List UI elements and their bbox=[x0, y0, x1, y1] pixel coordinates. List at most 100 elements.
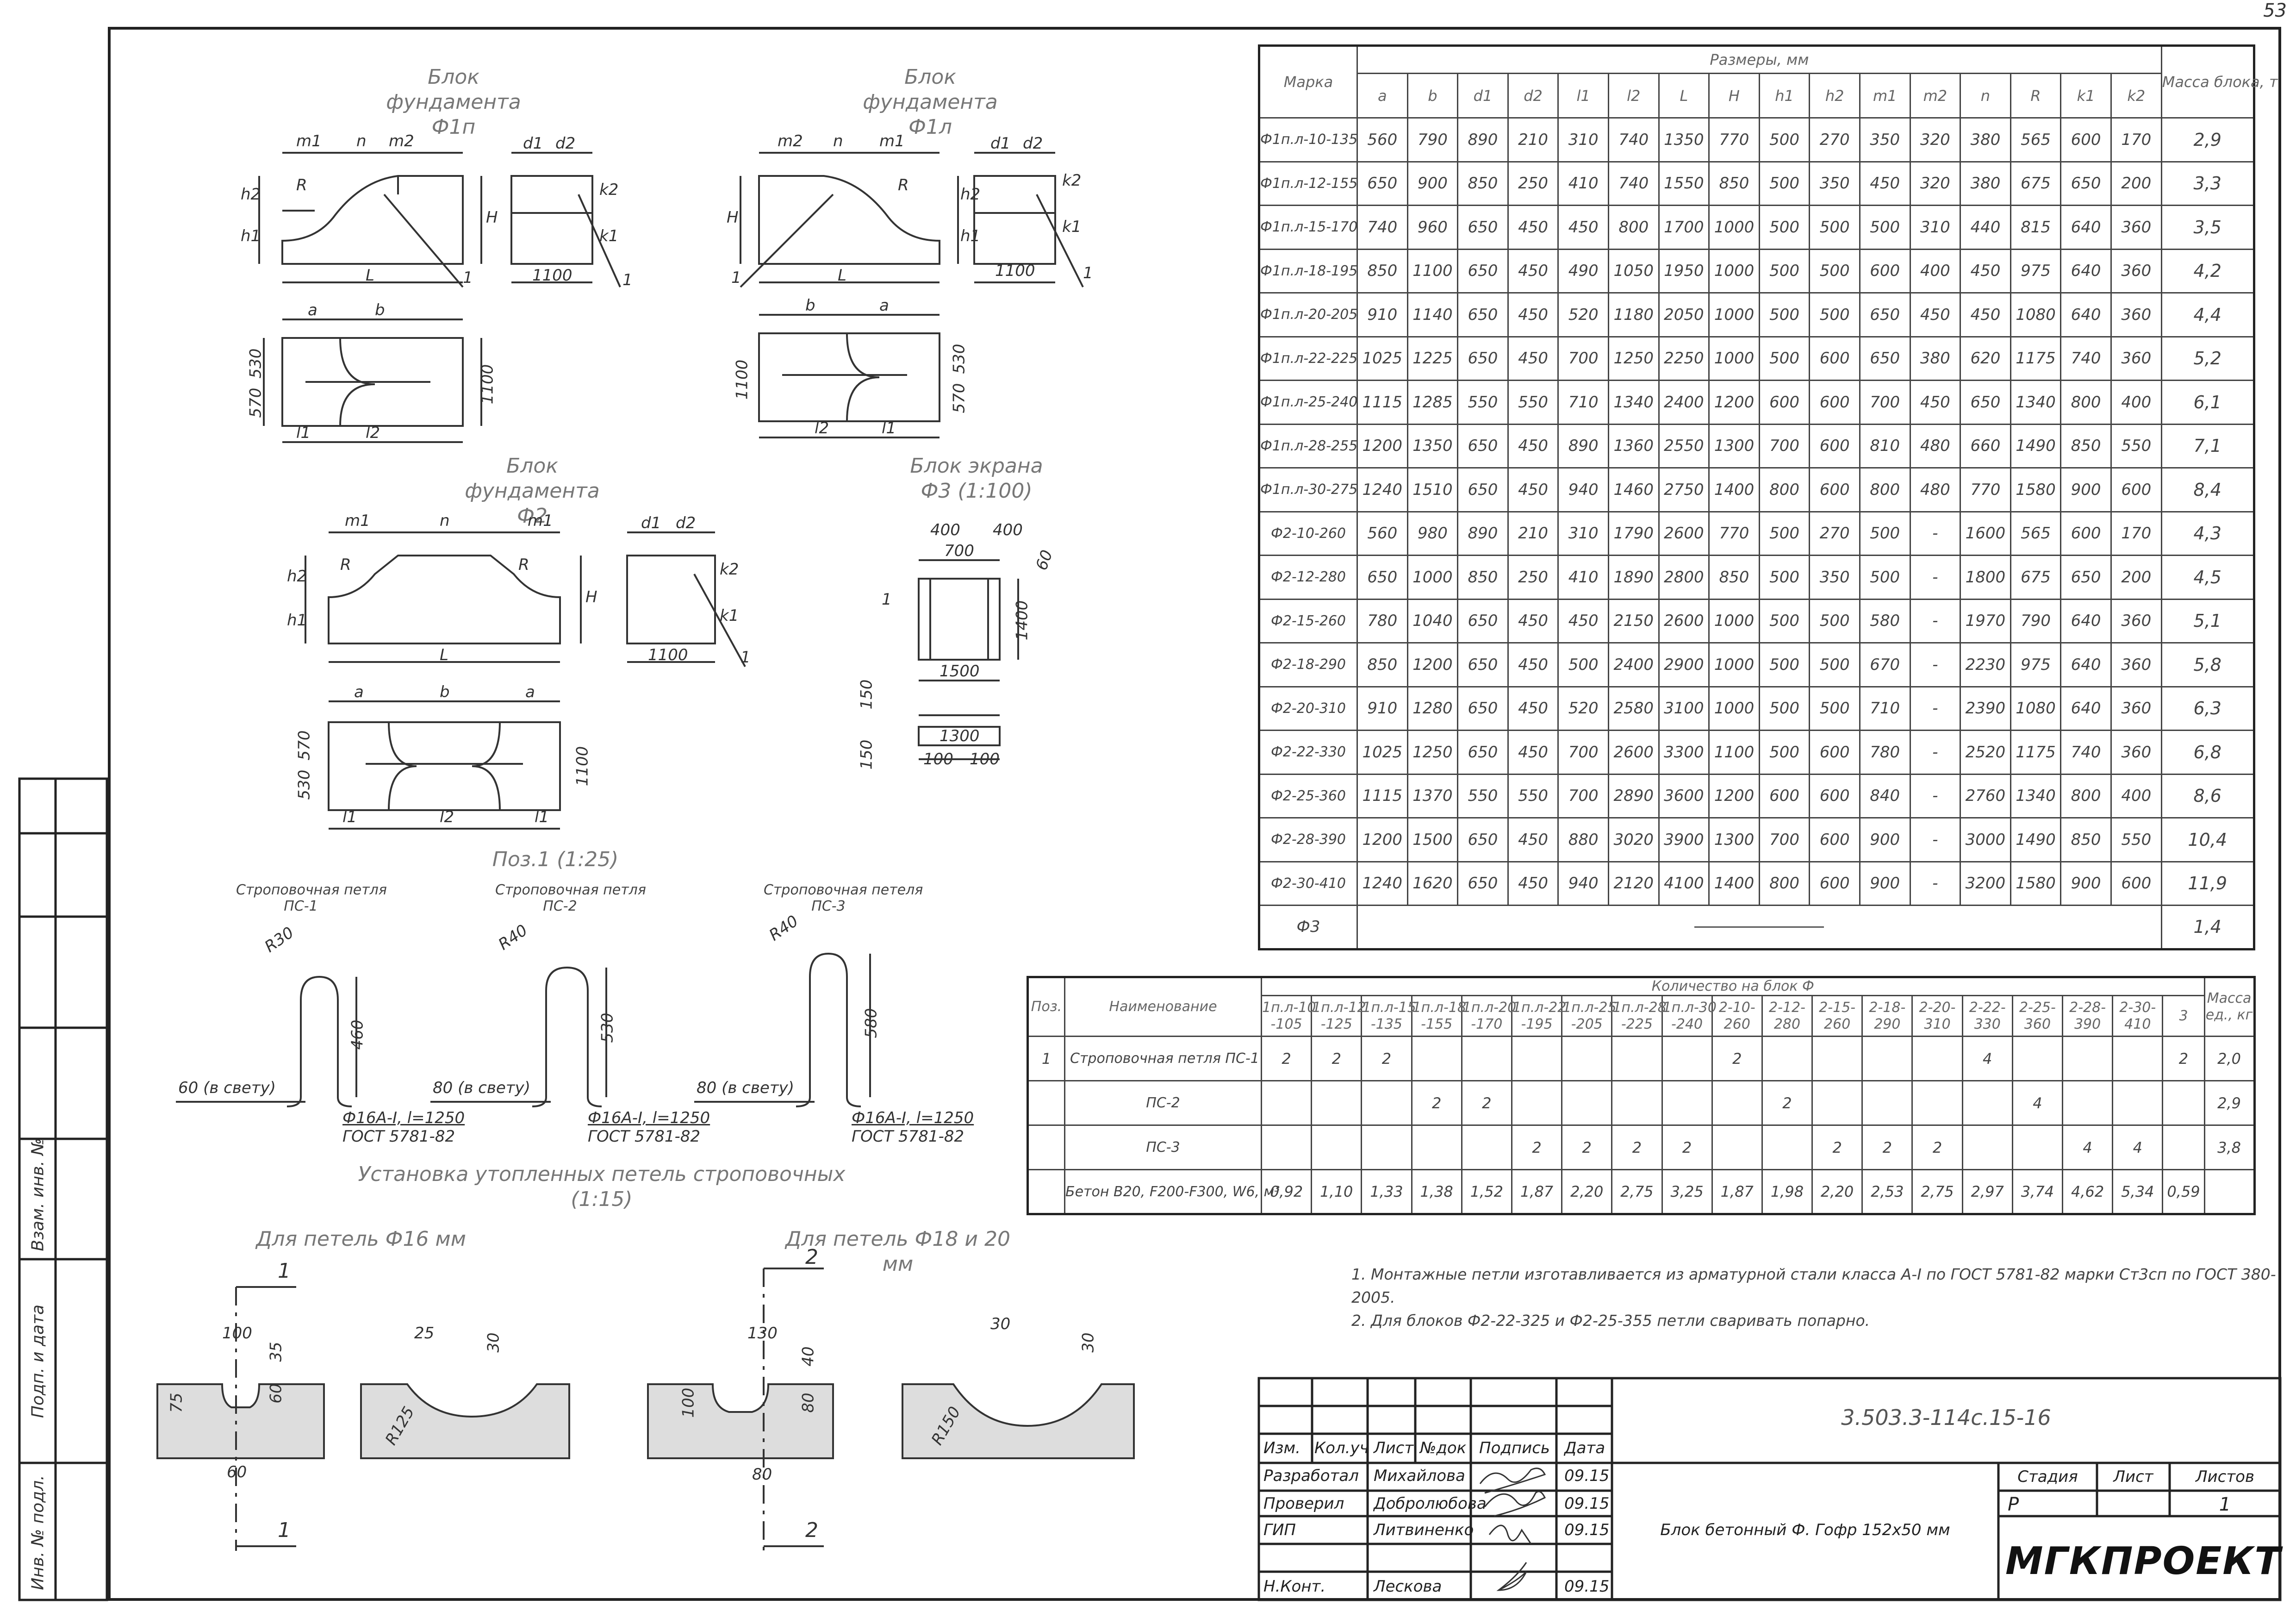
qty-cell: 2 bbox=[1811, 1124, 1863, 1170]
qty-col-line2: 290 bbox=[1874, 1016, 1901, 1032]
f1p-plan-b: b bbox=[375, 301, 385, 319]
qty-cell: 1,10 bbox=[1311, 1169, 1363, 1215]
qty-cell: 1,87 bbox=[1511, 1169, 1563, 1215]
stamp-stage: Р bbox=[2008, 1494, 2019, 1515]
f2-dim-h2: h2 bbox=[287, 567, 307, 586]
qty-col-header: 2-22-330 bbox=[1961, 995, 2013, 1037]
qty-name: Бетон В20, F200-F300, W6, м³ bbox=[1064, 1169, 1280, 1215]
dims-cell: 1100 bbox=[1406, 248, 1459, 294]
f1p-dim-m2: m2 bbox=[389, 132, 414, 150]
f1l-mark-1: 1 bbox=[731, 269, 741, 287]
stamp-sheet-label: Лист bbox=[2113, 1468, 2153, 1486]
qty-col-line2: -225 bbox=[1621, 1016, 1653, 1032]
dims-cell: 500 bbox=[1809, 292, 1860, 337]
stamp-date-2: 09.15 bbox=[1564, 1521, 1610, 1539]
dims-mass: 2,9 bbox=[2160, 117, 2255, 162]
dims-cell: 1340 bbox=[1607, 380, 1660, 425]
dims-cell: 1240 bbox=[1356, 861, 1408, 906]
dims-cell: 800 bbox=[2060, 380, 2112, 425]
qty-cell: 4 bbox=[2061, 1124, 2114, 1170]
f3-dim-400b: 400 bbox=[993, 521, 1023, 539]
dims-cell: 1350 bbox=[1406, 423, 1459, 468]
dims-cell: 770 bbox=[1960, 467, 2011, 512]
dims-cell: 2890 bbox=[1607, 773, 1660, 818]
dims-cell: 360 bbox=[2110, 292, 2162, 337]
dims-cell: 650 bbox=[1457, 598, 1509, 643]
dims-cell: 500 bbox=[1758, 686, 1811, 731]
f1l-end-d2: d2 bbox=[1023, 134, 1043, 153]
stamp-sheets: 1 bbox=[2219, 1494, 2231, 1515]
dims-cell: 3000 bbox=[1960, 817, 2011, 862]
loop-ps3-shape bbox=[810, 954, 861, 1106]
dims-cell: 1000 bbox=[1708, 686, 1760, 731]
inst16-60b: 60 bbox=[227, 1463, 247, 1481]
inst-cut1-bottom: 1 bbox=[278, 1518, 291, 1542]
dims-cell: 1250 bbox=[1607, 336, 1660, 381]
dims-col-h2: h2 bbox=[1809, 73, 1860, 119]
qty-cell: 2 bbox=[1611, 1124, 1663, 1170]
dims-cell: 560 bbox=[1356, 511, 1408, 556]
qty-cell: 5,34 bbox=[2112, 1169, 2164, 1215]
qty-col-line1: 1п.л-18 bbox=[1412, 999, 1466, 1016]
dims-mass: 5,1 bbox=[2160, 598, 2255, 643]
dims-cell: 550 bbox=[2110, 817, 2162, 862]
dims-cell: 650 bbox=[2060, 161, 2112, 206]
f1p-plan-a: a bbox=[308, 301, 317, 319]
qty-cell bbox=[1961, 1080, 2013, 1126]
qty-col-header: 2-20-310 bbox=[1911, 995, 1963, 1037]
qty-col-header: 3 bbox=[2162, 995, 2205, 1037]
dims-cell: 600 bbox=[1809, 730, 1860, 775]
qty-cell: 0,59 bbox=[2162, 1169, 2205, 1215]
qty-col-header: 1п.л-20-170 bbox=[1461, 995, 1516, 1037]
dims-cell: 1890 bbox=[1607, 555, 1660, 600]
dims-cell: 1115 bbox=[1356, 773, 1408, 818]
dims-cell: 480 bbox=[1909, 423, 1961, 468]
f1p-end-view bbox=[511, 176, 592, 264]
qty-cell bbox=[1311, 1080, 1363, 1126]
dims-col-h1: h1 bbox=[1758, 73, 1811, 119]
dims-cell: 910 bbox=[1356, 292, 1408, 337]
qty-col-line2: -135 bbox=[1370, 1016, 1403, 1032]
dims-mass: 8,4 bbox=[2160, 467, 2255, 512]
dims-cell: 1175 bbox=[2010, 730, 2062, 775]
qty-cell: 2,97 bbox=[1961, 1169, 2013, 1215]
qty-col-header: 2-30-410 bbox=[2112, 995, 2164, 1037]
loop-ps1-height: 460 bbox=[348, 1019, 367, 1050]
dims-cell: 360 bbox=[2110, 598, 2162, 643]
dims-mark: Ф1п.л-12-155 bbox=[1258, 161, 1358, 206]
dims-cell: 650 bbox=[1356, 555, 1408, 600]
qty-col-line1: 3 bbox=[2179, 1007, 2188, 1024]
f1p-dim-h1: h1 bbox=[241, 227, 261, 245]
dims-cell: 360 bbox=[2110, 642, 2162, 687]
dims-cell: 650 bbox=[1457, 861, 1509, 906]
f1p-end-d2: d2 bbox=[555, 134, 576, 153]
dims-col-H: H bbox=[1708, 73, 1760, 119]
f1l-end-1: 1 bbox=[1083, 264, 1093, 282]
loop1820-section-a bbox=[648, 1384, 833, 1458]
f3-dim-100a: 100 bbox=[923, 750, 953, 768]
f1l-side-outline bbox=[759, 176, 940, 264]
inst16-30: 30 bbox=[484, 1332, 503, 1353]
dims-cell: 810 bbox=[1859, 423, 1911, 468]
dims-cell: 740 bbox=[1356, 205, 1408, 250]
f1p-end-k2: k2 bbox=[599, 181, 619, 199]
qty-cell bbox=[2112, 1036, 2164, 1081]
dims-cell: 1950 bbox=[1658, 248, 1710, 294]
f2-plan-b: b bbox=[440, 683, 450, 701]
qty-name: Строповочная петля ПС-1 bbox=[1064, 1036, 1262, 1081]
qty-col-line2: -155 bbox=[1421, 1016, 1453, 1032]
inst16-25: 25 bbox=[414, 1324, 435, 1343]
f2-end-1100: 1100 bbox=[648, 646, 688, 664]
dims-cell: 1025 bbox=[1356, 336, 1408, 381]
dims-cell: 650 bbox=[2060, 555, 2112, 600]
f2-end-view bbox=[627, 556, 715, 643]
dims-cell: 500 bbox=[1758, 511, 1811, 556]
f2-plan-530: 530 bbox=[295, 769, 314, 800]
dims-cell: 1340 bbox=[2010, 773, 2062, 818]
dims-cell: 710 bbox=[1557, 380, 1609, 425]
f2-dim-m1a: m1 bbox=[345, 512, 370, 530]
qty-col-header: 1п.л-15-135 bbox=[1361, 995, 1416, 1037]
dims-cell: 960 bbox=[1406, 205, 1459, 250]
